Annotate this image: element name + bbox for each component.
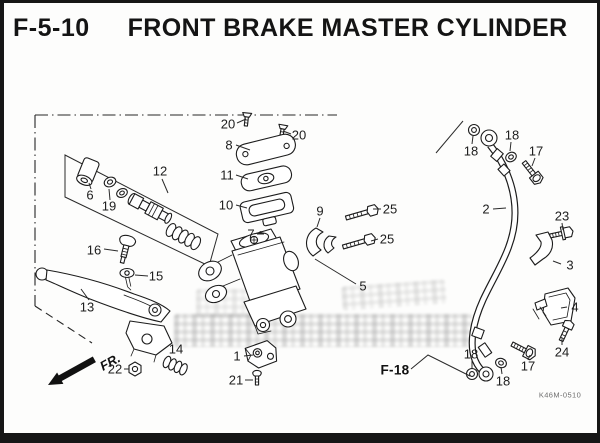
part-callout-12: 12 — [152, 163, 168, 179]
cross-reference-label: F-18 — [380, 362, 410, 378]
part-callout-14: 14 — [168, 341, 184, 357]
part-art-18-washer — [505, 151, 517, 163]
part-callout-11: 11 — [220, 167, 234, 183]
reference-frame-lines — [34, 114, 337, 344]
part-art-12-spring — [165, 222, 202, 251]
part-callout-9: 9 — [316, 203, 324, 219]
part-callout-3: 3 — [566, 257, 574, 273]
part-callout-17: 17 — [528, 143, 544, 159]
part-art-25-bolt — [344, 204, 379, 221]
leader-lines — [80, 118, 568, 381]
part-art-8-cover — [235, 133, 296, 166]
part-art-17-oil-bolt — [521, 160, 544, 185]
part-callout-10: 10 — [218, 197, 234, 213]
part-art-24-bolt — [558, 319, 575, 343]
part-callout-13: 13 — [79, 299, 95, 315]
part-callout-21: 21 — [228, 372, 244, 388]
part-callout-17: 17 — [520, 358, 536, 374]
part-callout-4: 4 — [571, 299, 579, 315]
part-art-19-washers — [103, 176, 128, 198]
part-art-11-plate — [240, 165, 293, 192]
part-callout-20: 20 — [220, 116, 236, 132]
part-callout-1: 1 — [233, 348, 241, 364]
part-callout-6: 6 — [86, 187, 94, 203]
part-art-3-bracket — [529, 231, 554, 266]
part-callout-16: 16 — [86, 242, 102, 258]
part-callout-22: 22 — [107, 361, 123, 377]
drawing-code: K46M-0510 — [538, 390, 582, 400]
part-art-13-lever — [35, 267, 173, 363]
page-header: F-5-10 FRONT BRAKE MASTER CYLINDER — [13, 14, 591, 43]
part-art-5-master-cylinder — [198, 228, 307, 335]
part-callout-19: 19 — [101, 198, 117, 214]
part-callout-7: 7 — [247, 226, 255, 242]
part-art-6-boot — [76, 157, 100, 186]
part-callout-25: 25 — [382, 201, 398, 217]
fr-direction-arrow — [48, 356, 96, 385]
part-art-1-holder — [244, 340, 278, 369]
f18-leader-line — [410, 354, 471, 377]
part-callout-18: 18 — [504, 127, 520, 143]
part-art-21-screw — [252, 369, 262, 386]
part-art-14-spring — [162, 355, 188, 376]
part-callout-20: 20 — [291, 127, 307, 143]
part-callout-15: 15 — [148, 268, 164, 284]
part-callout-18: 18 — [495, 373, 511, 389]
part-callout-8: 8 — [225, 137, 233, 153]
part-art-18-washer — [465, 367, 479, 381]
part-art-15-nut — [119, 267, 135, 291]
parts-diagram: FR. — [34, 111, 576, 386]
section-code: F-5-10 — [13, 14, 90, 42]
part-art-20-screw — [242, 111, 253, 127]
part-callout-5: 5 — [359, 278, 367, 294]
part-art-2-brake-hose — [468, 129, 519, 382]
part-art-25-bolt — [341, 233, 376, 250]
part-callout-25: 25 — [379, 231, 395, 247]
part-art-9-clamp — [306, 227, 337, 257]
part-art-18-washer — [467, 123, 481, 137]
part-callout-24: 24 — [554, 344, 570, 360]
part-art-17-oil-bolt — [510, 341, 536, 361]
part-art-4-guard — [532, 287, 576, 326]
part-art-12-piston — [127, 192, 173, 224]
part-art-22-nut — [128, 361, 142, 377]
part-art-16-pivot-bolt — [119, 234, 137, 264]
part-callout-18: 18 — [463, 143, 479, 159]
part-callout-2: 2 — [482, 201, 490, 217]
part-art-23-bolt — [549, 226, 574, 241]
part-callout-23: 23 — [554, 208, 570, 224]
part-art-10-diaphragm — [239, 191, 295, 227]
part-art-18-washer — [495, 357, 507, 369]
part-callout-18: 18 — [463, 346, 479, 362]
page-title: FRONT BRAKE MASTER CYLINDER — [127, 14, 568, 42]
